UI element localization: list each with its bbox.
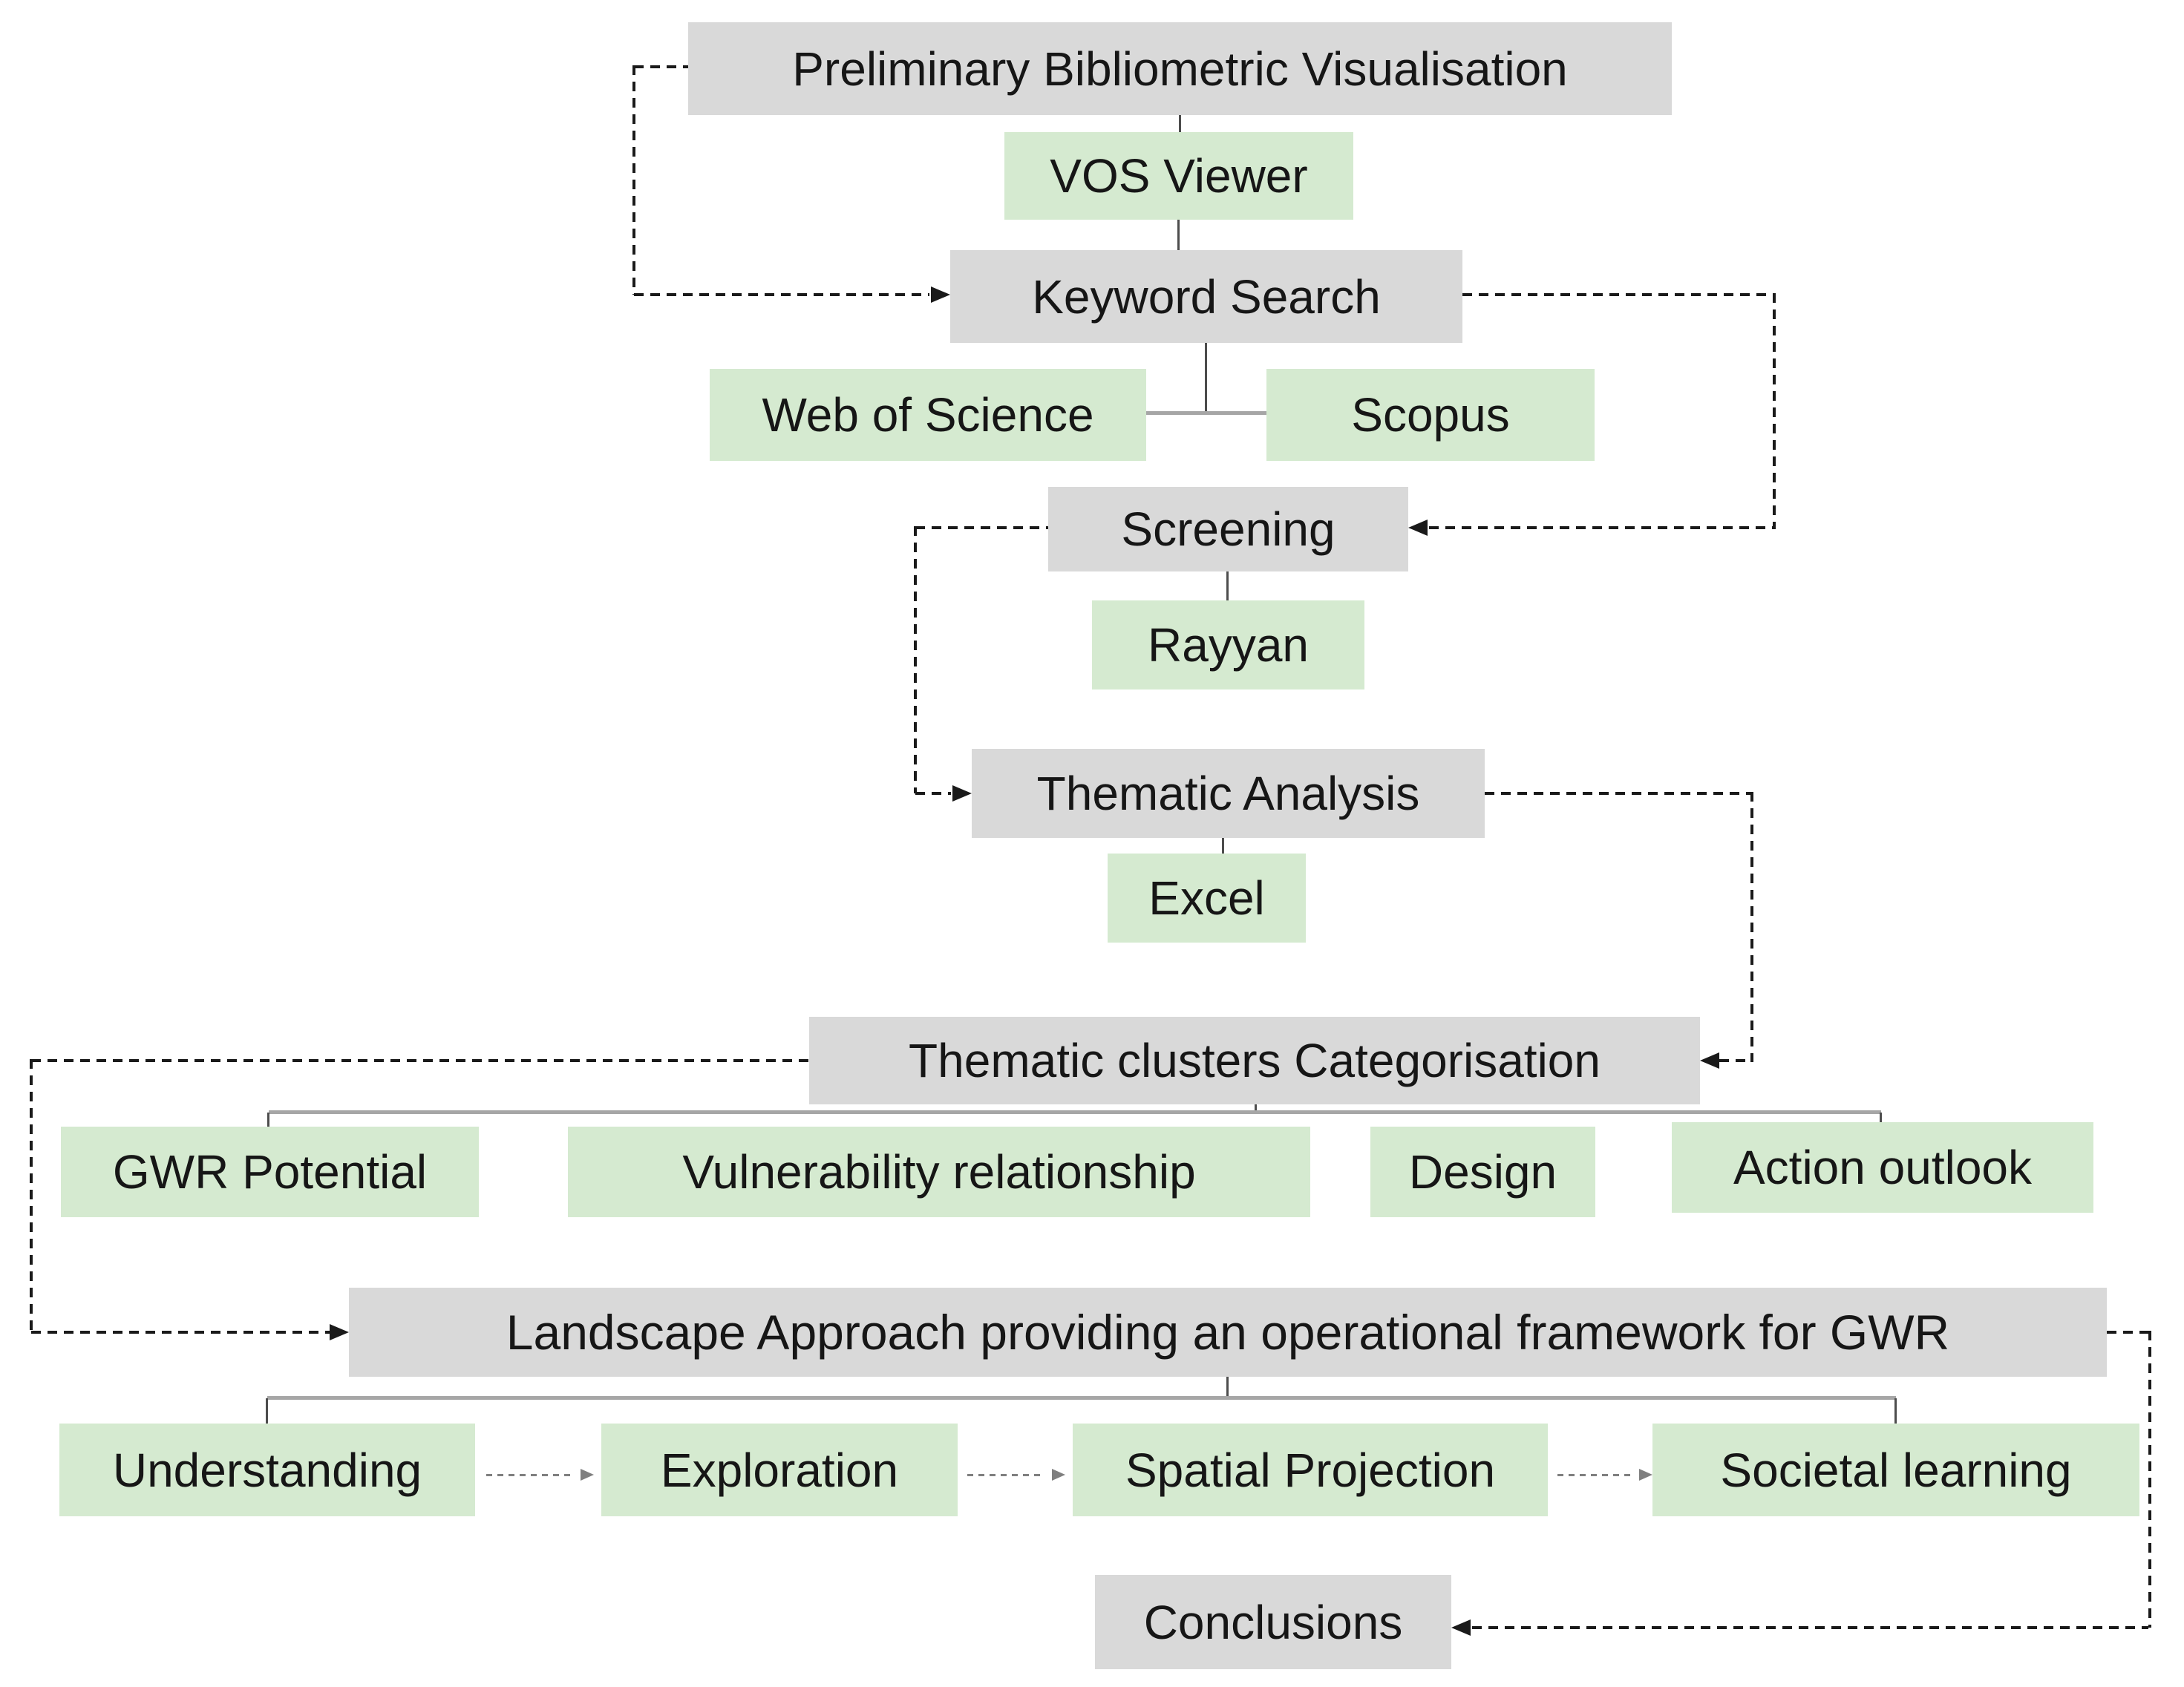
edge-landscape-conclusions-seg-top bbox=[2107, 1331, 2150, 1334]
edge-thematic-categorisation-arrowhead-icon bbox=[1700, 1052, 1719, 1069]
node-societal-learning: Societal learning bbox=[1652, 1424, 2139, 1516]
node-conclusions: Conclusions bbox=[1095, 1575, 1451, 1669]
edge-landscape-conclusions-arrowhead-icon bbox=[1451, 1619, 1471, 1636]
node-gwr-potential: GWR Potential bbox=[61, 1127, 479, 1217]
edge-thematic-categorisation-seg-bottom bbox=[1719, 1059, 1752, 1062]
edge-vos-keyword-line bbox=[1177, 220, 1180, 250]
node-scopus: Scopus bbox=[1266, 369, 1595, 461]
edge-screening-thematic-seg-top bbox=[915, 526, 1048, 529]
edge-thematic-excel-line bbox=[1222, 838, 1224, 854]
edge-screening-thematic-arrowhead-icon bbox=[952, 785, 972, 802]
edge-landscape-conclusions-seg-vert bbox=[2148, 1331, 2151, 1628]
edge-keyword-screening-seg-bottom bbox=[1429, 526, 1774, 529]
edge-keyword-screening-seg-top bbox=[1462, 293, 1774, 296]
edge-spatial-societal-line bbox=[1557, 1474, 1630, 1476]
edge-categorisation-landscape-seg-bottom bbox=[31, 1331, 330, 1334]
edge-prelim-keyword-seg-top bbox=[634, 65, 688, 68]
edge-categorisation-gwr-drop bbox=[267, 1113, 269, 1127]
edge-screening-thematic-seg-bottom bbox=[915, 792, 951, 795]
edge-keyword-screening-arrowhead-icon bbox=[1408, 520, 1428, 536]
node-design: Design bbox=[1370, 1127, 1595, 1217]
edge-categorisation-landscape-seg-vert bbox=[30, 1059, 33, 1334]
edge-prelim-keyword-seg-bottom bbox=[634, 293, 929, 296]
edge-thematic-categorisation-seg-top bbox=[1485, 792, 1752, 795]
node-spatial-projection: Spatial Projection bbox=[1073, 1424, 1548, 1516]
edge-screening-rayyan-line bbox=[1226, 571, 1229, 600]
node-thematic-clusters-categorisation: Thematic clusters Categorisation bbox=[809, 1017, 1700, 1104]
edge-screening-thematic-seg-vert bbox=[914, 526, 917, 793]
node-vulnerability-relationship: Vulnerability relationship bbox=[568, 1127, 1310, 1217]
edge-categorisation-branch-stem bbox=[1255, 1104, 1257, 1113]
edge-keyword-branch-stem bbox=[1205, 343, 1207, 415]
node-vos-viewer: VOS Viewer bbox=[1004, 132, 1353, 220]
edge-keyword-screening-seg-vert bbox=[1773, 293, 1776, 529]
node-action-outlook: Action outlook bbox=[1672, 1122, 2093, 1213]
edge-categorisation-branch-bar bbox=[269, 1110, 1881, 1114]
edge-wos-scopus-crossbar bbox=[1146, 411, 1266, 415]
edge-understanding-exploration-arrowhead-icon bbox=[581, 1469, 594, 1481]
edge-prelim-keyword-arrowhead-icon bbox=[931, 286, 950, 303]
node-web-of-science: Web of Science bbox=[710, 369, 1146, 461]
edge-prelim-keyword-seg-vert bbox=[632, 65, 635, 295]
edge-categorisation-landscape-seg-top bbox=[31, 1059, 809, 1062]
edge-thematic-categorisation-seg-vert bbox=[1750, 792, 1753, 1062]
edge-understanding-exploration-line bbox=[486, 1474, 572, 1476]
node-screening: Screening bbox=[1048, 487, 1408, 571]
node-exploration: Exploration bbox=[601, 1424, 958, 1516]
edge-landscape-branch-stem bbox=[1226, 1377, 1229, 1398]
node-thematic-analysis: Thematic Analysis bbox=[972, 749, 1485, 838]
edge-exploration-spatial-line bbox=[967, 1474, 1043, 1476]
edge-landscape-conclusions-seg-bottom bbox=[1472, 1626, 2148, 1629]
node-understanding: Understanding bbox=[59, 1424, 475, 1516]
node-landscape-approach: Landscape Approach providing an operatio… bbox=[349, 1288, 2107, 1377]
edge-landscape-understanding-drop bbox=[266, 1398, 268, 1424]
edge-categorisation-landscape-arrowhead-icon bbox=[330, 1324, 349, 1340]
node-excel: Excel bbox=[1108, 854, 1306, 943]
edge-landscape-societal-drop bbox=[1894, 1398, 1897, 1424]
edge-categorisation-action-drop bbox=[1880, 1113, 1882, 1122]
node-keyword-search: Keyword Search bbox=[950, 250, 1462, 343]
edge-exploration-spatial-arrowhead-icon bbox=[1052, 1469, 1065, 1481]
node-rayyan: Rayyan bbox=[1092, 600, 1364, 689]
node-preliminary-bibliometric-visualisation: Preliminary Bibliometric Visualisation bbox=[688, 22, 1672, 115]
edge-spatial-societal-arrowhead-icon bbox=[1639, 1469, 1652, 1481]
edge-prelim-vos-line bbox=[1179, 115, 1181, 132]
edge-landscape-branch-bar bbox=[267, 1396, 1896, 1400]
